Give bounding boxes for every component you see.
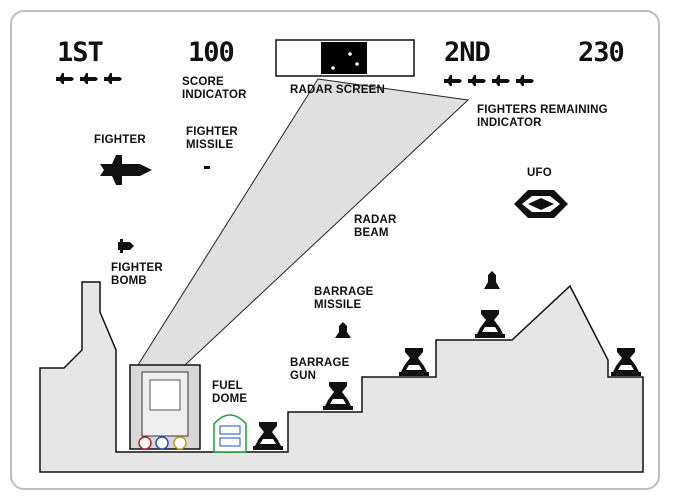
fuel-dome (213, 414, 247, 453)
barrage-gun-icon (323, 382, 353, 410)
fighters-remaining-label: FIGHTERS REMAINING INDICATOR (477, 104, 608, 129)
fighter-bomb-icon (118, 239, 134, 253)
barrage-gun-icon (475, 310, 505, 338)
fighter-missile-label: FIGHTER MISSILE (186, 126, 238, 151)
barrage-gun-icon (253, 422, 283, 450)
radar-screen (275, 39, 415, 77)
score-indicator-label: SCORE INDICATOR (182, 76, 247, 101)
barrage-missile-icon (484, 271, 500, 289)
player2-label: 2ND (444, 37, 491, 68)
player1-label: 1ST (57, 37, 104, 68)
fighter-life-icon (104, 73, 122, 84)
fighter-missile-icon (204, 166, 210, 169)
fighter-life-icon (56, 73, 74, 84)
ufo-icon (514, 190, 568, 218)
fighter-label: FIGHTER (94, 134, 146, 146)
fighter-life-icon (444, 75, 462, 86)
fighter-life-icon (468, 75, 486, 86)
fighter-icon (100, 155, 152, 185)
barrage-gun-icon (611, 348, 641, 376)
player2-score: 230 (578, 37, 625, 68)
fighter-bomb-label: FIGHTER BOMB (111, 262, 163, 287)
fuel-dome-label: FUEL DOME (212, 380, 248, 405)
terrain (39, 281, 644, 473)
player2-fighters-remaining (444, 75, 534, 86)
player1-score: 100 (188, 37, 235, 68)
barrage-gun-icon (399, 348, 429, 376)
fighter-life-icon (516, 75, 534, 86)
radar-screen-label: RADAR SCREEN (290, 84, 386, 96)
barrage-missile-label: BARRAGE MISSILE (314, 286, 374, 311)
barrage-missile-icon (335, 322, 351, 338)
player1-fighters-remaining (56, 73, 122, 84)
fighter-life-icon (80, 73, 98, 84)
fighter-life-icon (492, 75, 510, 86)
radar-beam-label: RADAR BEAM (354, 214, 397, 239)
ufo-label: UFO (527, 167, 552, 179)
radar-beam (137, 78, 470, 366)
barrage-gun-label: BARRAGE GUN (290, 357, 350, 382)
